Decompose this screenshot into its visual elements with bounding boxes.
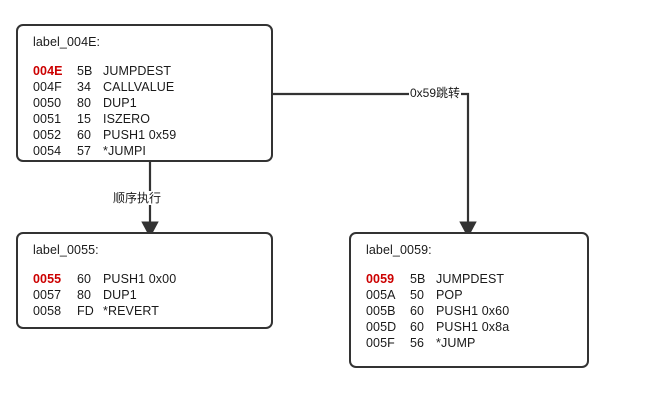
instruction-opcode-byte: 50 [410, 288, 425, 302]
instruction-row: 004E 5B JUMPDEST [33, 63, 271, 79]
edge-label-fallthrough: 顺序执行 [112, 191, 163, 205]
instruction-opcode-byte: 5B [410, 272, 426, 286]
instruction-list-0059: 0059 5B JUMPDEST 005A 50 POP 005B 60 PUSH1 0x6… [366, 271, 587, 351]
instruction-list-004e: 004E 5B JUMPDEST 004F 34 CALLVALUE 0050 80 DUP… [33, 63, 271, 159]
instruction-opcode-byte: 5B [77, 64, 93, 78]
instruction-address: 0054 [33, 144, 62, 158]
instruction-address: 0059 [366, 272, 395, 286]
instruction-address: 005A [366, 288, 396, 302]
basic-block-0059[interactable]: label_0059: 0059 5B JUMPDEST 005A 50 POP 005… [349, 232, 589, 368]
instruction-mnemonic: ISZERO [103, 112, 151, 126]
instruction-row: 0054 57 *JUMPI [33, 143, 271, 159]
instruction-mnemonic: POP [436, 288, 463, 302]
instruction-address: 0057 [33, 288, 62, 302]
instruction-row: 0058 FD *REVERT [33, 303, 271, 319]
instruction-opcode-byte: 60 [410, 320, 425, 334]
instruction-mnemonic: *JUMPI [103, 144, 146, 158]
instruction-row: 005F 56 *JUMP [366, 335, 587, 351]
instruction-address: 004F [33, 80, 62, 94]
instruction-opcode-byte: 34 [77, 80, 92, 94]
instruction-opcode-byte: 15 [77, 112, 92, 126]
instruction-address: 005B [366, 304, 396, 318]
edge-jump-path [273, 92, 477, 238]
instruction-row: 0051 15 ISZERO [33, 111, 271, 127]
instruction-row: 0059 5B JUMPDEST [366, 271, 587, 287]
instruction-address: 004E [33, 64, 63, 78]
instruction-mnemonic: JUMPDEST [103, 64, 172, 78]
instruction-row: 005A 50 POP [366, 287, 587, 303]
instruction-opcode-byte: 60 [77, 128, 92, 142]
instruction-opcode-byte: 60 [410, 304, 425, 318]
instruction-row: 0055 60 PUSH1 0x00 [33, 271, 271, 287]
instruction-mnemonic: PUSH1 0x00 [103, 272, 177, 286]
instruction-mnemonic: *REVERT [103, 304, 160, 318]
instruction-opcode-byte: 80 [77, 96, 92, 110]
instruction-row: 004F 34 CALLVALUE [33, 79, 271, 95]
instruction-mnemonic: PUSH1 0x59 [103, 128, 177, 142]
instruction-address: 0055 [33, 272, 62, 286]
instruction-mnemonic: *JUMP [436, 336, 476, 350]
instruction-row: 0050 80 DUP1 [33, 95, 271, 111]
instruction-mnemonic: DUP1 [103, 288, 137, 302]
instruction-row: 0057 80 DUP1 [33, 287, 271, 303]
instruction-opcode-byte: 57 [77, 144, 92, 158]
instruction-opcode-byte: FD [77, 304, 94, 318]
instruction-list-0055: 0055 60 PUSH1 0x00 0057 80 DUP1 0058 FD *REVER… [33, 271, 271, 319]
block-label-0059: label_0059: [366, 243, 432, 257]
instruction-mnemonic: PUSH1 0x60 [436, 304, 510, 318]
instruction-address: 0058 [33, 304, 62, 318]
instruction-mnemonic: PUSH1 0x8a [436, 320, 510, 334]
instruction-row: 005B 60 PUSH1 0x60 [366, 303, 587, 319]
block-label-0055: label_0055: [33, 243, 99, 257]
instruction-opcode-byte: 56 [410, 336, 425, 350]
instruction-address: 0050 [33, 96, 62, 110]
instruction-mnemonic: JUMPDEST [436, 272, 505, 286]
instruction-opcode-byte: 60 [77, 272, 92, 286]
basic-block-0055[interactable]: label_0055: 0055 60 PUSH1 0x00 0057 80 DUP1 … [16, 232, 273, 329]
block-label-004e: label_004E: [33, 35, 101, 49]
instruction-opcode-byte: 80 [77, 288, 92, 302]
instruction-mnemonic: CALLVALUE [103, 80, 175, 94]
basic-block-004e[interactable]: label_004E: 004E 5B JUMPDEST 004F 34 CALLVAL… [16, 24, 273, 162]
edge-label-jump: 0x59跳转 [409, 86, 462, 100]
instruction-address: 0052 [33, 128, 62, 142]
instruction-row: 005D 60 PUSH1 0x8a [366, 319, 587, 335]
instruction-row: 0052 60 PUSH1 0x59 [33, 127, 271, 143]
instruction-mnemonic: DUP1 [103, 96, 137, 110]
instruction-address: 005F [366, 336, 395, 350]
instruction-address: 0051 [33, 112, 62, 126]
instruction-address: 005D [366, 320, 397, 334]
